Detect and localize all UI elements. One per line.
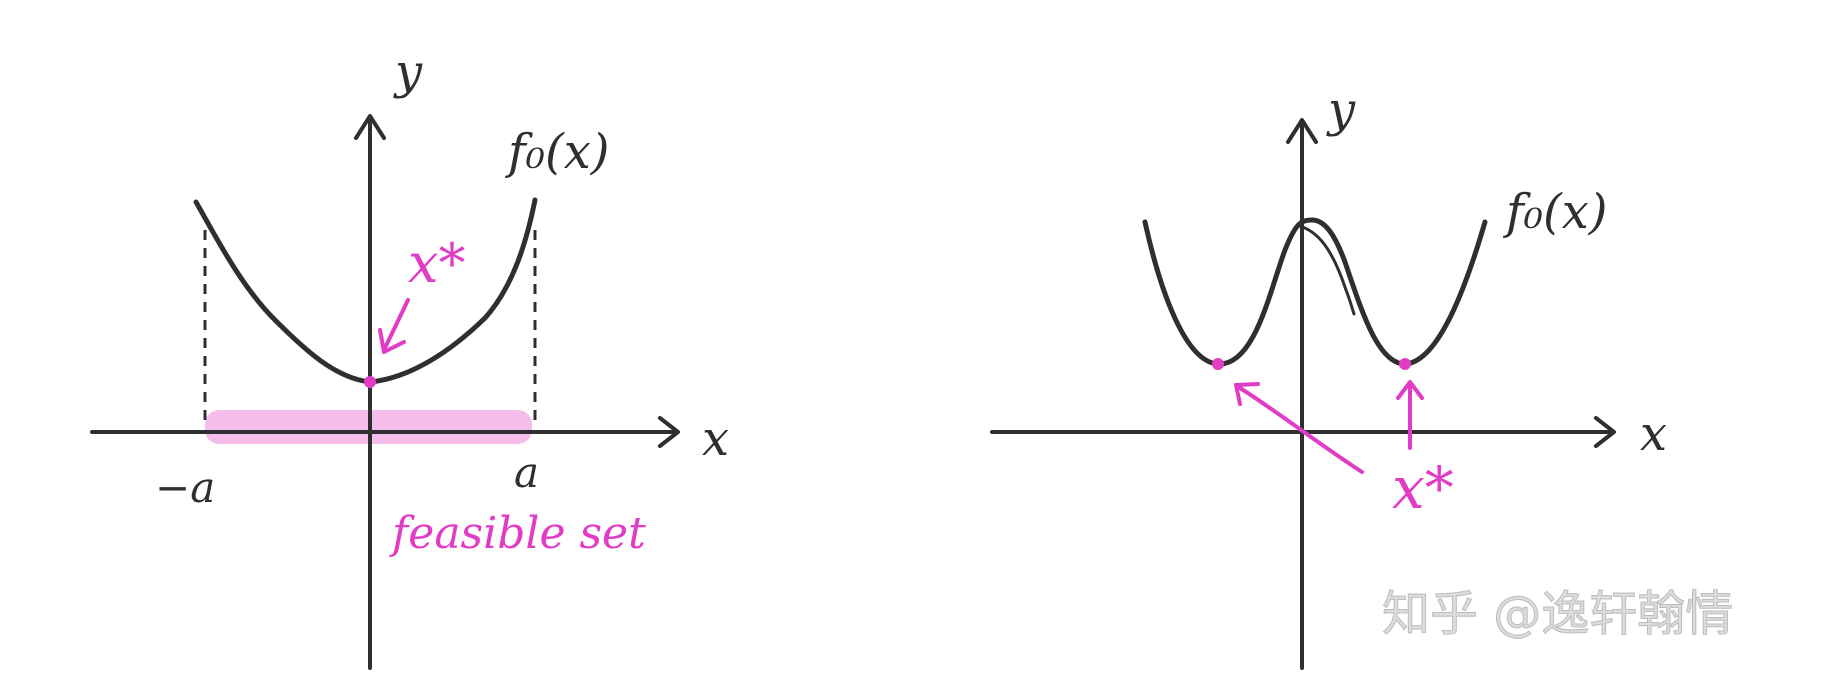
left-optimum-pointer-arrowhead: [378, 328, 406, 354]
left-optimum-pointer-arrow: [382, 298, 410, 352]
left-convex-curve: [193, 197, 538, 385]
right-y-axis-label: y: [1326, 82, 1356, 138]
left-panel: y x f₀(x) x* −a a feasible set: [90, 44, 729, 670]
right-optimum-label: x*: [1392, 454, 1454, 522]
left-x-axis-label: x: [702, 411, 729, 467]
left-pos-bound-label: a: [514, 448, 539, 497]
right-optimum-pointer-right-arrowhead: [1396, 380, 1424, 400]
right-optimum-point-left: [1212, 358, 1224, 370]
right-y-axis-arrowhead: [1286, 118, 1318, 144]
left-optimum-point: [364, 376, 376, 388]
left-optimum-label: x*: [408, 232, 465, 295]
left-y-axis-arrowhead: [354, 114, 386, 140]
right-optimum-pointer-left-arrowhead: [1234, 382, 1260, 406]
left-y-axis-label: y: [393, 44, 423, 100]
left-curve-label: f₀(x): [505, 124, 610, 180]
right-curve-label: f₀(x): [1503, 184, 1608, 240]
right-optimum-point-right: [1399, 358, 1411, 370]
right-panel: y x f₀(x) x*: [990, 82, 1667, 670]
feasible-set-label: feasible set: [389, 508, 646, 559]
right-x-axis-label: x: [1640, 406, 1667, 462]
left-neg-bound-label: −a: [155, 463, 215, 512]
right-curve-hump-retrace: [1298, 224, 1356, 316]
right-optimum-pointer-left: [1238, 386, 1364, 474]
right-x-axis-arrowhead: [1594, 416, 1616, 448]
watermark-text: 知乎 @逸轩翰情: [1382, 586, 1733, 642]
right-nonconvex-curve: [1142, 217, 1488, 367]
left-x-axis-arrowhead: [658, 416, 680, 448]
